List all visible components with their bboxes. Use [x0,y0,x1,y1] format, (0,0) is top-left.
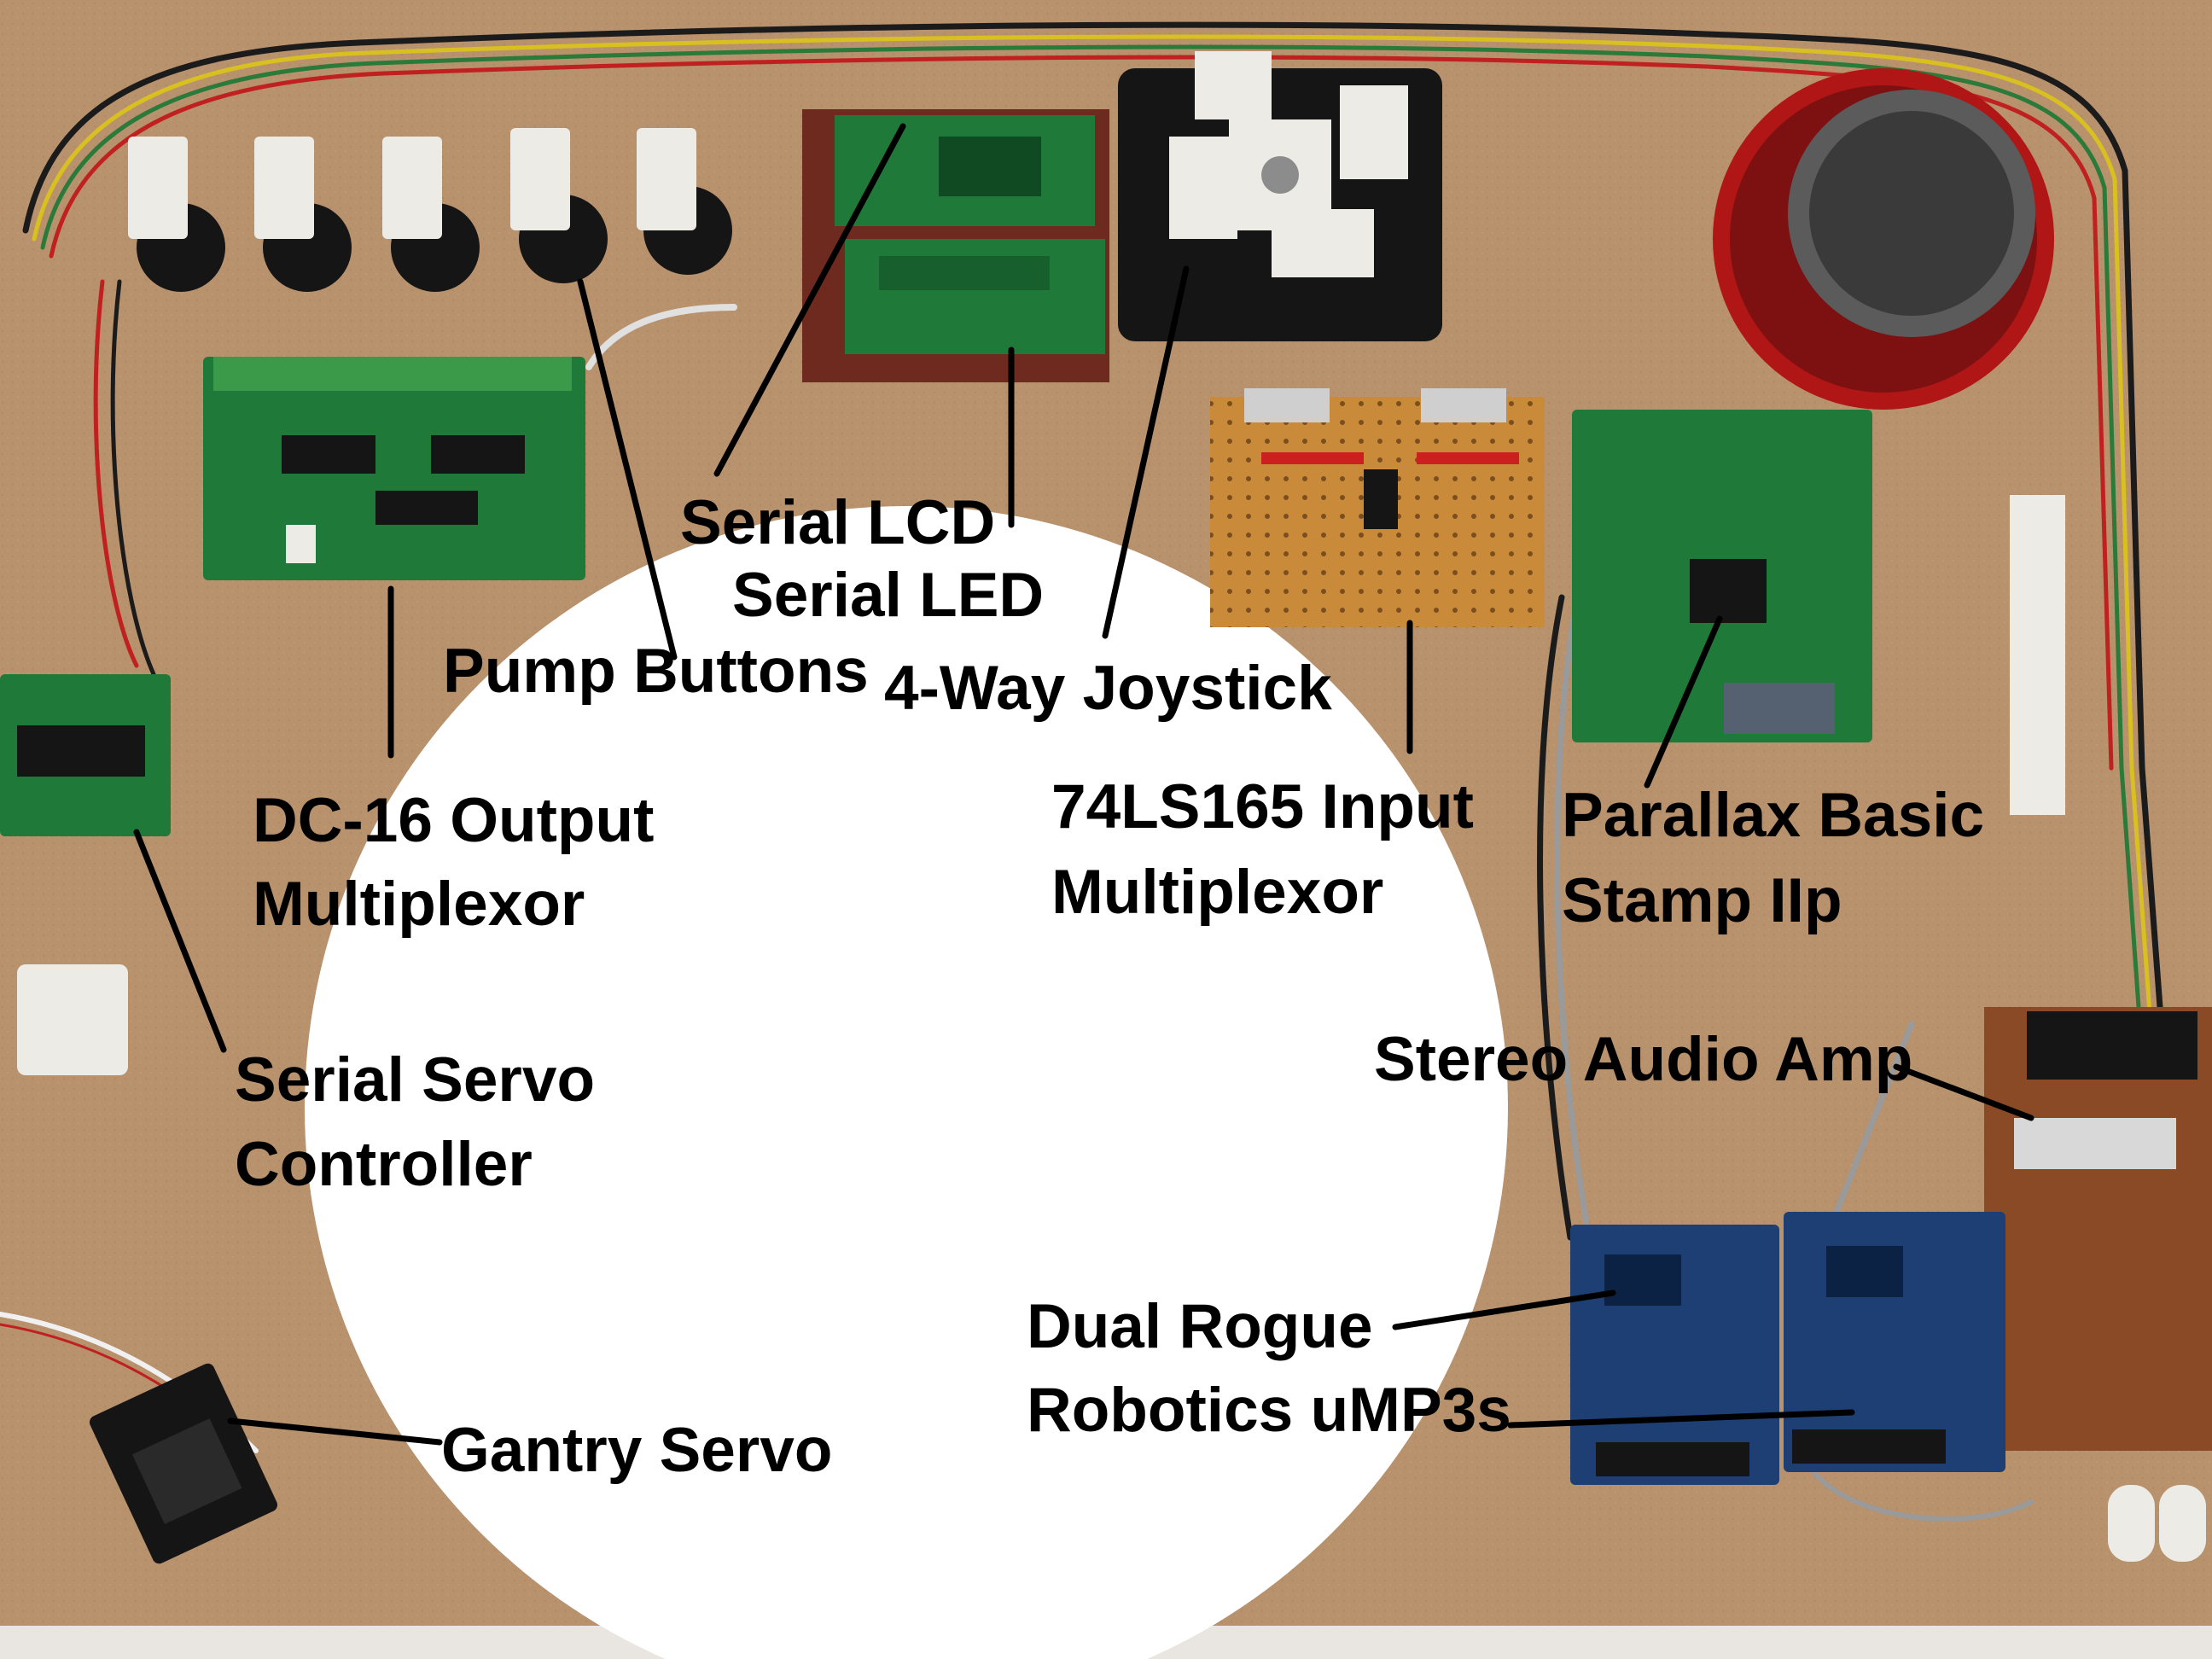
leader-line-rogue-bottom [1507,1409,1855,1429]
pump-button-row [128,128,732,292]
white-disc [305,506,1508,1659]
speaker [1713,68,2054,410]
leader-line-serial-servo [133,829,227,1053]
label-joystick: 4-Way Joystick [884,654,1332,723]
label-rogue-line1: Dual Rogue [1027,1292,1373,1361]
ump3-board-left [1570,1225,1779,1485]
label-dc16-line1: DC-16 Output [253,786,655,855]
label-serial-servo-line1: Serial Servo [235,1045,596,1115]
gantry-servo [89,1363,278,1564]
serial-servo-controller-board [0,674,171,836]
leader-line-parallax [1644,615,1723,789]
pump-button [510,128,608,283]
label-input-mux-line2: Multiplexor [1051,858,1384,927]
cable-tie-mount [17,964,128,1075]
pump-button [128,137,225,292]
label-parallax-line1: Parallax Basic [1562,781,1985,850]
label-parallax-line2: Stamp IIp [1562,866,1842,935]
label-gantry-servo: Gantry Servo [441,1416,833,1485]
serial-lcd-board [802,109,1109,382]
input-mux-board [1210,388,1545,627]
terminal-strip [2010,495,2065,815]
dc16-board [203,357,585,580]
label-serial-lcd: Serial LCD [680,488,996,557]
label-serial-servo-line2: Controller [235,1130,533,1199]
ump3-board-right [1784,1212,2005,1472]
label-stereo-amp: Stereo Audio Amp [1374,1025,1913,1094]
leader-lines [133,123,2034,1446]
stereo-audio-amp-board [1984,1007,2212,1562]
pump-button [254,137,352,292]
leader-line-rogue-top [1392,1289,1616,1330]
leader-line-joystick [1102,265,1190,639]
label-input-mux-line1: 74LS165 Input [1051,772,1474,841]
pump-button [382,137,480,292]
leader-line-gantry-servo [227,1417,443,1446]
pump-button [637,128,732,275]
label-rogue-line2: Robotics uMP3s [1027,1376,1511,1445]
label-dc16-line2: Multiplexor [253,870,585,939]
leader-line-stereo-amp [1893,1063,2034,1121]
leader-line-pump-buttons [577,278,678,661]
label-pump-buttons: Pump Buttons [443,637,869,706]
leader-line-serial-lcd [713,123,906,477]
parallax-board [1572,410,1872,742]
label-serial-led: Serial LED [732,561,1045,630]
joystick [1118,51,1442,341]
